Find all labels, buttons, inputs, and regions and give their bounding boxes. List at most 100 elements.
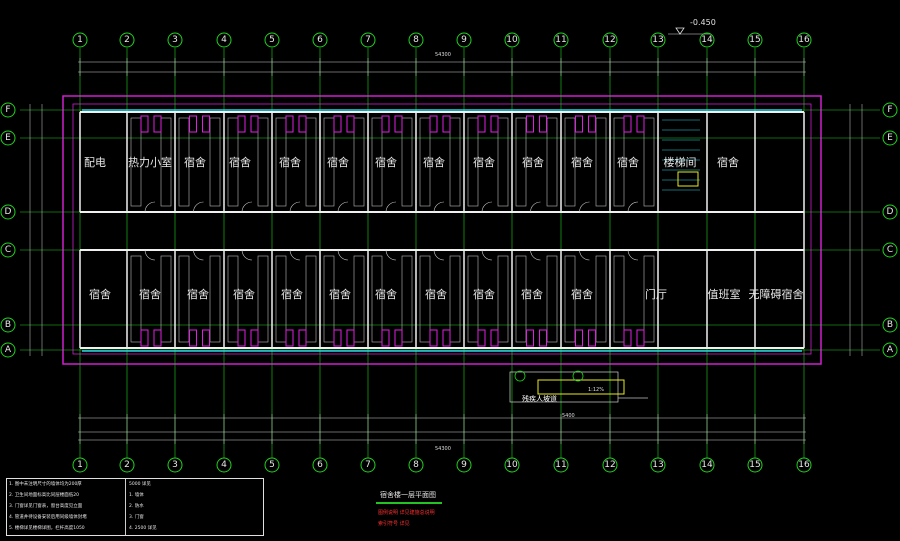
room-label-bottom-9: 宿舍	[473, 287, 495, 301]
axis-bubble-15-top: 15	[747, 32, 763, 48]
svg-text:4: 4	[221, 35, 227, 45]
axis-bubble-15-bottom: 15	[747, 457, 763, 473]
room-label-top-2: 热力小室	[128, 155, 172, 169]
axis-bubble-4-top: 4	[216, 32, 232, 48]
room-label-top-7: 宿舍	[375, 155, 397, 169]
axis-bubble-C-right: C	[882, 242, 898, 258]
axis-bubble-6-bottom: 6	[312, 457, 328, 473]
svg-text:13: 13	[652, 35, 663, 45]
svg-text:12: 12	[604, 460, 615, 470]
svg-text:12: 12	[604, 35, 615, 45]
svg-text:C: C	[5, 245, 11, 255]
room-label-top-1: 配电	[84, 156, 106, 169]
room-label-bottom-4: 宿舍	[233, 287, 255, 301]
room-label-bottom-13: 值班室	[708, 287, 741, 301]
room-label-bottom-14: 无障碍宿舍	[749, 287, 804, 301]
overall-dimension-top: 54300	[435, 52, 451, 58]
svg-text:16: 16	[798, 35, 810, 45]
ramp-label: 残疾人坡道	[522, 395, 557, 403]
axis-bubble-3-top: 3	[167, 32, 183, 48]
room-label-top-12: 宿舍	[617, 155, 639, 169]
axis-bubble-12-bottom: 12	[602, 457, 618, 473]
axis-bubble-2-top: 2	[119, 32, 135, 48]
room-label-top-4: 宿舍	[229, 155, 251, 169]
svg-text:10: 10	[506, 35, 518, 45]
svg-text:A: A	[5, 345, 12, 355]
ramp-dimension: 5400	[562, 413, 575, 419]
axis-bubble-5-bottom: 5	[264, 457, 280, 473]
axis-bubble-B-right: B	[882, 317, 898, 333]
svg-text:F: F	[5, 105, 10, 115]
axis-bubble-12-top: 12	[602, 32, 618, 48]
axis-bubble-14-bottom: 14	[699, 457, 715, 473]
svg-text:15: 15	[749, 460, 760, 470]
legend-red-1: 图例说明 详见建施总说明	[378, 510, 435, 516]
svg-text:16: 16	[798, 460, 810, 470]
svg-text:9: 9	[461, 35, 467, 45]
title-underline	[376, 502, 442, 504]
svg-text:5: 5	[269, 35, 275, 45]
note-4: 4. 管道井待设备安装后用同级墙体封堵	[9, 515, 87, 520]
svg-text:14: 14	[701, 35, 713, 45]
svg-text:5: 5	[269, 460, 275, 470]
axis-bubble-10-top: 10	[504, 32, 520, 48]
svg-text:1: 1	[77, 35, 83, 45]
svg-text:F: F	[887, 105, 892, 115]
room-label-bottom-7: 宿舍	[375, 287, 397, 301]
axis-bubble-F-right: F	[882, 102, 898, 118]
svg-text:B: B	[5, 320, 11, 330]
axis-bubble-16-top: 16	[796, 32, 812, 48]
axis-bubble-E-left: E	[0, 130, 16, 146]
svg-text:9: 9	[461, 460, 467, 470]
axis-bubble-11-bottom: 11	[553, 457, 569, 473]
svg-text:A: A	[887, 345, 894, 355]
room-label-bottom-12: 门厅	[645, 287, 667, 301]
room-label-bottom-3: 宿舍	[187, 287, 209, 301]
axis-bubble-B-left: B	[0, 317, 16, 333]
axis-bubble-14-top: 14	[699, 32, 715, 48]
svg-text:D: D	[887, 207, 894, 217]
svg-text:B: B	[887, 320, 893, 330]
svg-text:14: 14	[701, 460, 713, 470]
note-3: 3. 门窗详见门窗表，窗台高度见立面	[9, 504, 83, 509]
room-label-top-13: 楼梯间	[664, 155, 697, 169]
svg-text:2: 2	[124, 460, 130, 470]
axis-bubble-E-right: E	[882, 130, 898, 146]
axis-bubble-F-left: F	[0, 102, 16, 118]
axis-bubble-9-top: 9	[456, 32, 472, 48]
elevation-mark: -0.450	[690, 18, 716, 27]
note-right-5: 4. 2500 详见	[129, 526, 157, 531]
svg-text:13: 13	[652, 460, 663, 470]
svg-text:6: 6	[317, 35, 323, 45]
note-1: 1. 图中未注明尺寸的墙体均为200厚	[9, 482, 82, 487]
svg-text:6: 6	[317, 460, 323, 470]
room-label-top-3: 宿舍	[184, 155, 206, 169]
room-label-top-9: 宿舍	[473, 155, 495, 169]
room-label-top-8: 宿舍	[423, 155, 445, 169]
room-label-bottom-8: 宿舍	[425, 287, 447, 301]
room-label-bottom-2: 宿舍	[139, 287, 161, 301]
svg-text:10: 10	[506, 460, 518, 470]
axis-bubble-13-top: 13	[650, 32, 666, 48]
svg-text:8: 8	[413, 35, 419, 45]
svg-text:3: 3	[172, 35, 178, 45]
room-label-top-10: 宿舍	[522, 155, 544, 169]
room-label-top-5: 宿舍	[279, 155, 301, 169]
axis-bubble-1-top: 1	[72, 32, 88, 48]
axis-bubble-D-right: D	[882, 204, 898, 220]
general-notes-box: 1. 图中未注明尺寸的墙体均为200厚 2. 卫生间地面标高比同层楼面低20 3…	[6, 478, 264, 536]
axis-bubble-11-top: 11	[553, 32, 569, 48]
axis-bubble-1-bottom: 1	[72, 457, 88, 473]
drawing-title: 宿舍楼一层平面图	[380, 491, 436, 499]
svg-text:E: E	[5, 133, 11, 143]
axis-bubble-7-top: 7	[360, 32, 376, 48]
room-label-bottom-11: 宿舍	[571, 287, 593, 301]
axis-bubble-10-bottom: 10	[504, 457, 520, 473]
room-label-top-14: 宿舍	[717, 155, 739, 169]
svg-text:4: 4	[221, 460, 227, 470]
note-right-2: 1. 墙体	[129, 493, 144, 498]
svg-text:11: 11	[555, 460, 566, 470]
note-5: 5. 楼梯详见楼梯详图，栏杆高度1050	[9, 526, 85, 531]
